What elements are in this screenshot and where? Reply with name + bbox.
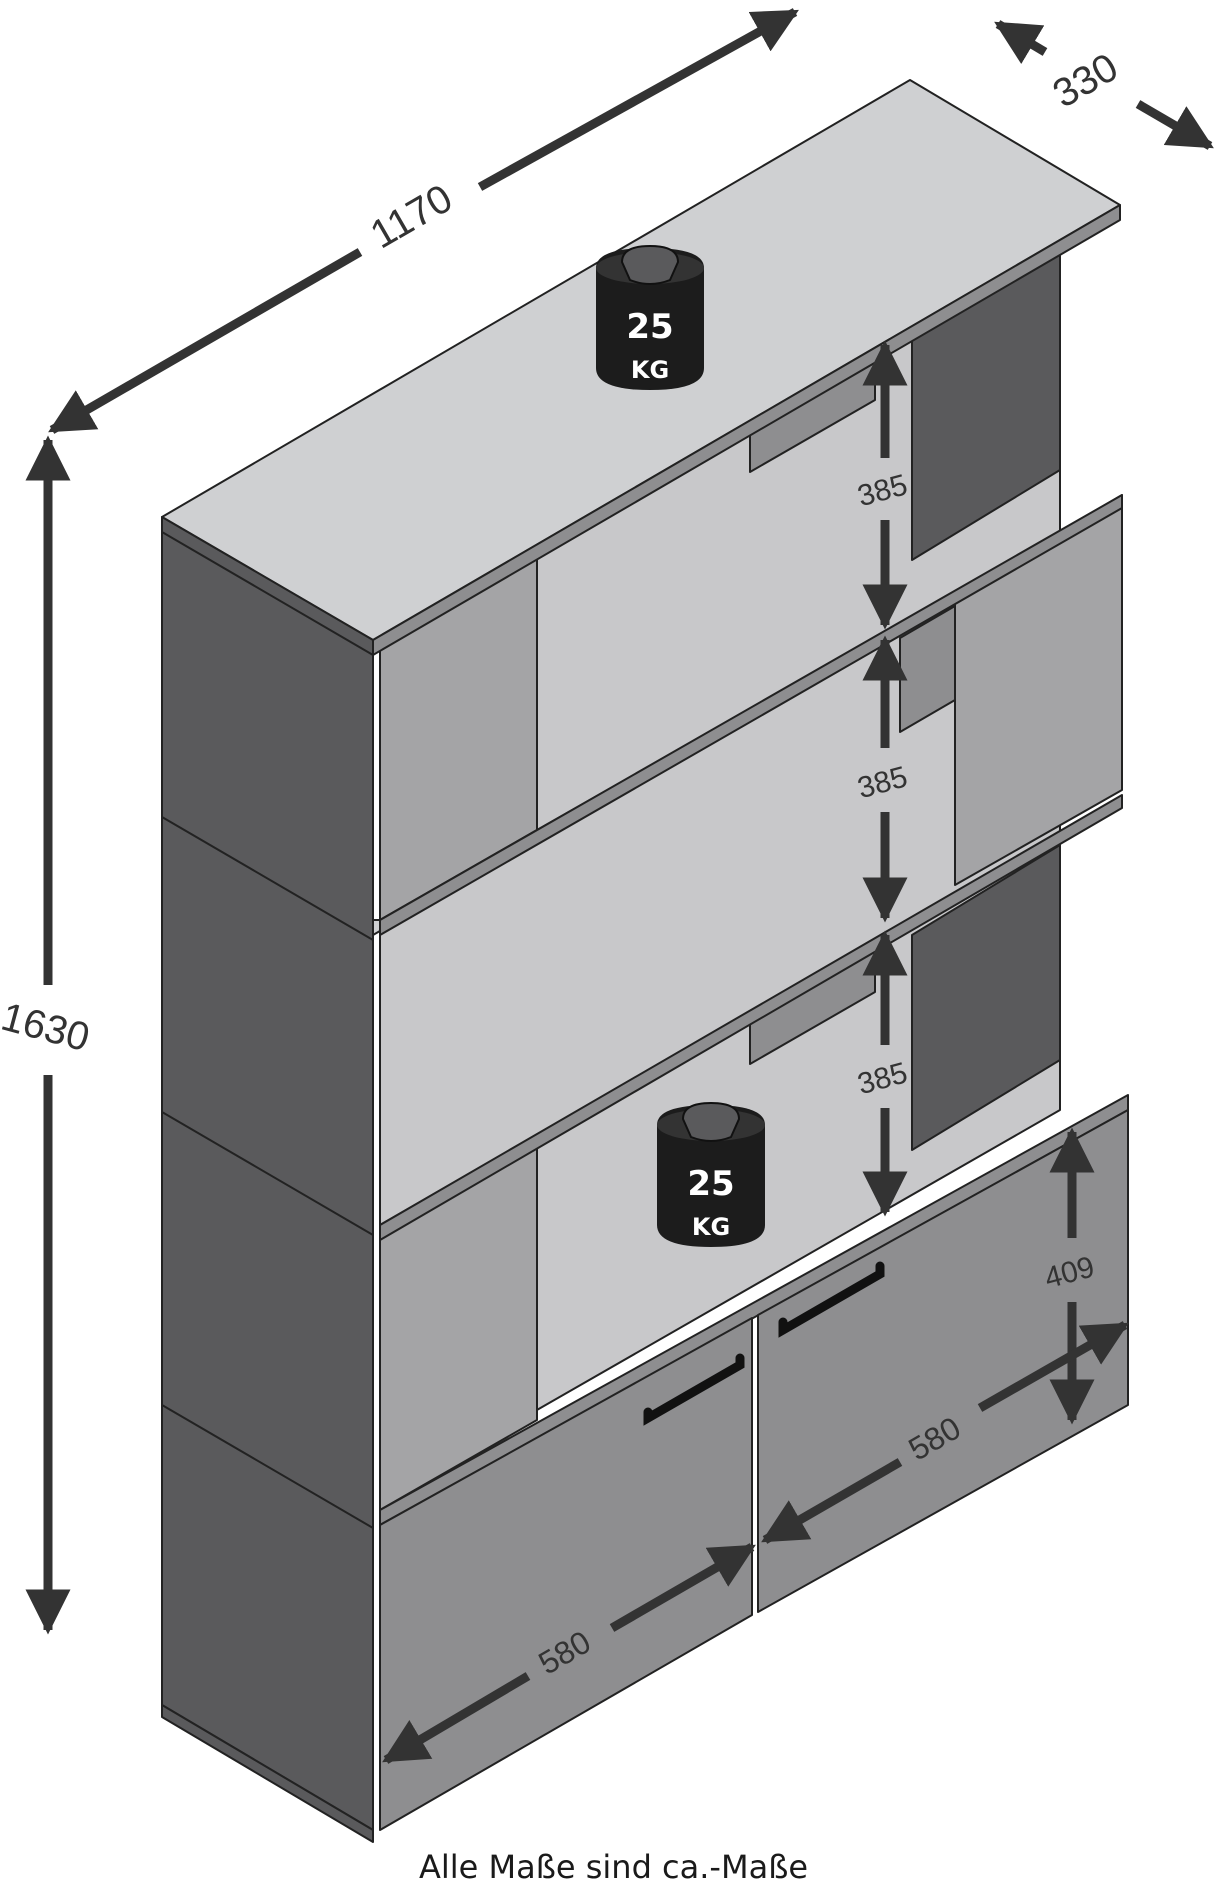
door-right-arrow-b <box>977 1321 1129 1412</box>
weight-top: 25 KG <box>596 244 704 390</box>
dimension-arrows <box>25 8 1214 1764</box>
door-left-arrow-a <box>382 1672 531 1764</box>
weight-top-unit: KG <box>631 356 669 384</box>
caption: Alle Maße sind ca.-Maße <box>418 1848 809 1886</box>
depth-arrow-a <box>994 20 1048 65</box>
weight-bottom-value: 25 <box>687 1164 734 1204</box>
shelf-unit <box>161 79 1129 1843</box>
weight-top-value: 25 <box>626 307 673 347</box>
handle-left <box>643 1353 745 1426</box>
weight-bottom-unit: KG <box>692 1213 730 1241</box>
rear-divider-lower <box>911 844 1061 1151</box>
width-arrow-a <box>48 248 363 434</box>
depth-arrow-b <box>1135 100 1214 150</box>
width-arrow-b <box>477 8 799 191</box>
width-label: 1170 <box>363 176 459 257</box>
door-right-arrow-a <box>761 1458 903 1544</box>
door-handles <box>643 1261 885 1426</box>
rear-block-mid <box>899 605 956 733</box>
door-left-arrow-b <box>609 1543 756 1632</box>
depth-label: 330 <box>1046 45 1126 116</box>
height-label: 1630 <box>0 995 94 1061</box>
weight-bottom: 25 KG <box>657 1101 765 1247</box>
handle-right <box>778 1261 885 1338</box>
door-left <box>379 1317 753 1831</box>
